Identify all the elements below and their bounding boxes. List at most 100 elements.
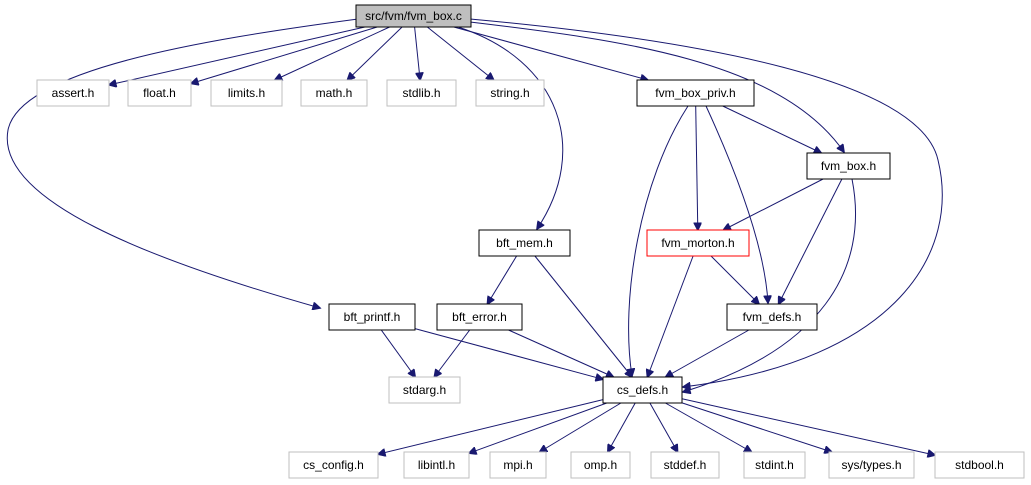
edge-fvm-box-h-to-fvm-morton-h bbox=[723, 178, 824, 230]
edge-fvm-box-c-to-limits-h bbox=[275, 26, 390, 80]
node-label: cs_config.h bbox=[303, 458, 364, 472]
node-stdint-h: stdint.h bbox=[743, 451, 806, 479]
edge-cs-defs-h-to-omp-h bbox=[608, 402, 636, 452]
edge-fvm-box-c-to-fvm-box-h bbox=[469, 21, 844, 152]
node-label: stdint.h bbox=[755, 458, 794, 472]
node-label: limits.h bbox=[228, 86, 265, 100]
node-label: stdlib.h bbox=[402, 86, 440, 100]
node-fvm-morton-h[interactable]: fvm_morton.h bbox=[646, 229, 750, 257]
node-box bbox=[288, 451, 379, 479]
node-bft-error-h[interactable]: bft_error.h bbox=[436, 303, 523, 331]
node-assert-h: assert.h bbox=[36, 79, 110, 107]
edge-fvm-box-priv-h-to-cs-defs-h bbox=[629, 105, 689, 376]
node-box bbox=[489, 451, 547, 479]
edge-cs-defs-h-to-stddef-h bbox=[649, 402, 678, 452]
edge-fvm-box-c-to-bft-mem-h bbox=[457, 26, 564, 229]
edge-fvm-box-c-to-bft-printf-h bbox=[6, 18, 359, 308]
node-box bbox=[386, 79, 457, 107]
node-box bbox=[806, 152, 891, 180]
node-float-h: float.h bbox=[127, 79, 192, 107]
edge-cs-defs-h-to-libintl-h bbox=[469, 402, 607, 453]
node-box bbox=[602, 376, 683, 404]
node-label: fvm_morton.h bbox=[661, 236, 734, 250]
node-fvm-box-c[interactable]: src/fvm/fvm_box.c bbox=[355, 4, 472, 28]
node-box bbox=[726, 303, 818, 331]
node-label: bft_error.h bbox=[452, 310, 507, 324]
node-label: omp.h bbox=[584, 458, 617, 472]
node-omp-h: omp.h bbox=[570, 451, 631, 479]
edge-fvm-box-c-to-float-h bbox=[191, 26, 378, 84]
node-box bbox=[934, 451, 1025, 479]
edge-bft-error-h-to-stdarg-h bbox=[434, 329, 471, 377]
node-stdlib-h: stdlib.h bbox=[386, 79, 457, 107]
edge-fvm-morton-h-to-cs-defs-h bbox=[647, 255, 694, 377]
node-box bbox=[570, 451, 631, 479]
node-bft-mem-h[interactable]: bft_mem.h bbox=[478, 229, 571, 257]
node-string-h: string.h bbox=[475, 79, 545, 107]
node-cs-config-h: cs_config.h bbox=[288, 451, 379, 479]
node-stddef-h: stddef.h bbox=[650, 451, 720, 479]
node-label: stddef.h bbox=[664, 458, 707, 472]
edge-fvm-box-priv-h-to-fvm-morton-h bbox=[696, 105, 698, 230]
edge-cs-defs-h-to-stdint-h bbox=[665, 402, 751, 452]
node-label: float.h bbox=[143, 86, 176, 100]
edge-bft-error-h-to-cs-defs-h bbox=[508, 329, 614, 377]
node-box bbox=[650, 451, 720, 479]
node-sys-types-h: sys/types.h bbox=[828, 451, 915, 479]
edge-fvm-box-c-to-fvm-box-priv-h bbox=[453, 26, 648, 80]
edge-fvm-box-c-to-stdlib-h bbox=[414, 26, 421, 80]
edge-fvm-box-c-to-string-h bbox=[426, 26, 493, 80]
edge-fvm-box-h-to-fvm-defs-h bbox=[779, 178, 843, 304]
node-bft-printf-h[interactable]: bft_printf.h bbox=[328, 303, 416, 331]
node-label: bft_mem.h bbox=[496, 236, 553, 250]
node-box bbox=[403, 451, 470, 479]
edge-bft-mem-h-to-cs-defs-h bbox=[534, 255, 632, 377]
node-libintl-h: libintl.h bbox=[403, 451, 470, 479]
node-label: fvm_defs.h bbox=[743, 310, 802, 324]
nodes-layer: src/fvm/fvm_box.c assert.h float.h limits.h… bbox=[36, 4, 1025, 479]
node-box bbox=[328, 303, 416, 331]
node-box bbox=[300, 79, 368, 107]
edge-fvm-box-priv-h-to-fvm-defs-h bbox=[705, 105, 768, 303]
edge-bft-printf-h-to-cs-defs-h bbox=[414, 328, 603, 380]
node-label: stdbool.h bbox=[955, 458, 1004, 472]
node-label: math.h bbox=[316, 86, 353, 100]
node-limits-h: limits.h bbox=[210, 79, 283, 107]
edge-fvm-morton-h-to-fvm-defs-h bbox=[710, 255, 759, 304]
node-box bbox=[743, 451, 806, 479]
node-box bbox=[127, 79, 192, 107]
edge-fvm-box-h-to-cs-defs-h bbox=[683, 178, 856, 392]
edge-cs-defs-h-to-sys-types-h bbox=[681, 402, 832, 452]
node-mpi-h: mpi.h bbox=[489, 451, 547, 479]
edge-fvm-box-c-to-cs-defs-h bbox=[469, 18, 943, 387]
node-box bbox=[355, 4, 472, 28]
edge-fvm-defs-h-to-cs-defs-h bbox=[666, 329, 750, 377]
node-box bbox=[478, 229, 571, 257]
edge-fvm-box-c-to-assert-h bbox=[109, 26, 366, 85]
node-label: src/fvm/fvm_box.c bbox=[365, 9, 462, 23]
node-box bbox=[388, 376, 461, 404]
node-label: sys/types.h bbox=[841, 458, 901, 472]
edge-fvm-box-priv-h-to-fvm-box-h bbox=[722, 105, 822, 153]
node-box bbox=[828, 451, 915, 479]
node-label: cs_defs.h bbox=[617, 383, 668, 397]
node-stdarg-h: stdarg.h bbox=[388, 376, 461, 404]
edge-bft-mem-h-to-bft-error-h bbox=[487, 255, 518, 304]
node-fvm-box-priv-h[interactable]: fvm_box_priv.h bbox=[636, 79, 755, 107]
edge-cs-defs-h-to-stdbool-h bbox=[681, 398, 935, 455]
node-fvm-defs-h[interactable]: fvm_defs.h bbox=[726, 303, 818, 331]
node-label: assert.h bbox=[52, 86, 95, 100]
node-fvm-box-h[interactable]: fvm_box.h bbox=[806, 152, 891, 180]
node-label: libintl.h bbox=[418, 458, 455, 472]
node-box bbox=[636, 79, 755, 107]
edge-fvm-box-c-to-math-h bbox=[347, 26, 403, 80]
node-box bbox=[36, 79, 110, 107]
node-cs-defs-h[interactable]: cs_defs.h bbox=[602, 376, 683, 404]
node-box bbox=[475, 79, 545, 107]
node-box bbox=[646, 229, 750, 257]
edge-cs-defs-h-to-mpi-h bbox=[540, 402, 622, 452]
node-label: string.h bbox=[490, 86, 529, 100]
node-stdbool-h: stdbool.h bbox=[934, 451, 1025, 479]
node-label: mpi.h bbox=[503, 458, 532, 472]
